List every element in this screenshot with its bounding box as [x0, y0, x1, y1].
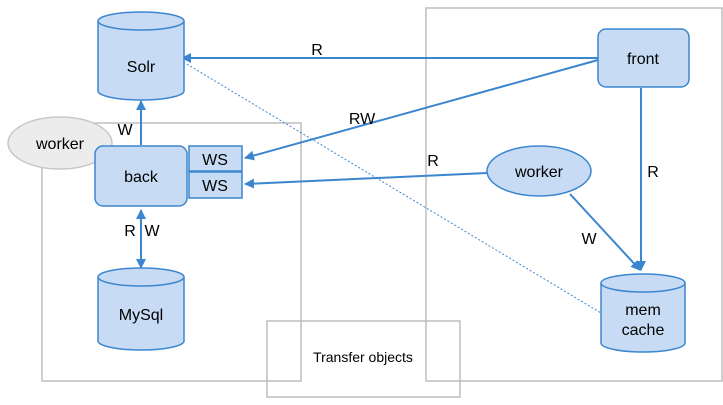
- worker-right-label: worker: [514, 164, 564, 181]
- mysql-label: MySql: [119, 307, 163, 324]
- edge-label-back-mysql-w: W: [144, 223, 160, 240]
- ws-node-1[interactable]: WS: [188, 145, 243, 172]
- memcache-node[interactable]: mem cache: [600, 273, 686, 353]
- edge-label-front-solr: R: [311, 42, 323, 59]
- memcache-label-line1: mem: [625, 302, 661, 319]
- front-node[interactable]: front: [597, 28, 690, 88]
- edge-label-back-solr: W: [117, 122, 133, 139]
- frame-left: [41, 122, 302, 382]
- edge-label-front-ws: RW: [349, 111, 376, 128]
- edge-label-front-memcache: R: [647, 164, 659, 181]
- edge-worker-ws: [244, 172, 488, 189]
- solr-node[interactable]: Solr: [97, 11, 185, 101]
- transfer-objects-box: [266, 320, 461, 398]
- memcache-label-line2: cache: [622, 322, 665, 339]
- worker-left-node[interactable]: worker: [7, 116, 113, 170]
- frame-right: [425, 7, 723, 382]
- edge-label-worker-ws: R: [427, 153, 439, 170]
- back-label: back: [124, 169, 159, 186]
- mysql-node[interactable]: MySql: [97, 267, 185, 351]
- edge-front-ws: [244, 59, 599, 161]
- front-label: front: [627, 51, 660, 68]
- worker-left-label: worker: [35, 136, 85, 153]
- edge-label-back-mysql-r: R: [124, 223, 136, 240]
- ws-label-1: WS: [202, 152, 228, 169]
- edge-worker-memcache: [569, 193, 641, 271]
- dotted-link-solr-memcache: [179, 59, 607, 317]
- worker-right-node[interactable]: worker: [486, 145, 592, 197]
- edge-label-worker-memcache: W: [581, 231, 597, 248]
- transfer-objects-label: Transfer objects: [313, 349, 413, 365]
- ws-label-2: WS: [202, 178, 228, 195]
- solr-label: Solr: [127, 59, 156, 76]
- back-node[interactable]: back: [94, 145, 188, 207]
- ws-node-2[interactable]: WS: [188, 171, 243, 199]
